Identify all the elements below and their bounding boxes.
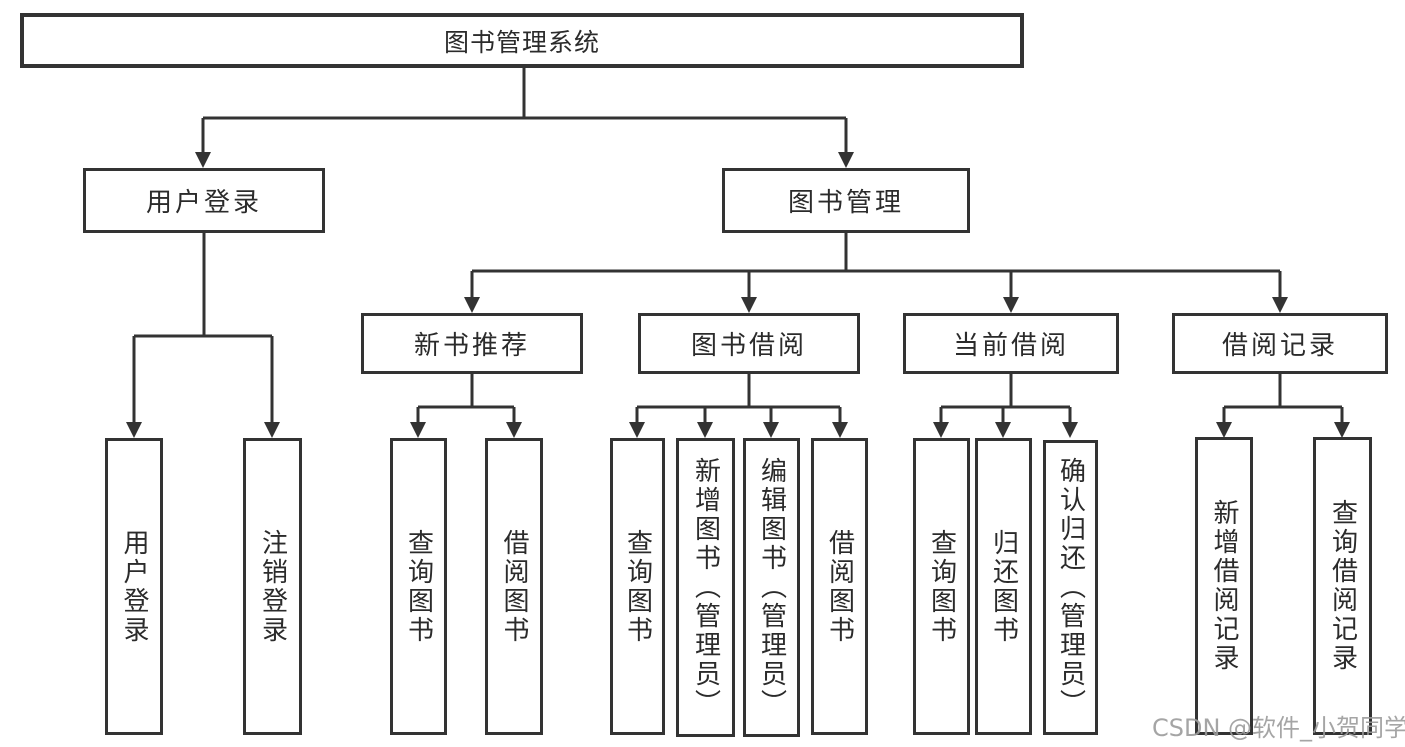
node-label: 用户登录 <box>145 188 262 218</box>
leaf-label: 借阅图书 <box>499 528 529 645</box>
leaf-label: 查询图书 <box>403 528 434 645</box>
leaf-query-borrow-record: 查询借阅记录 <box>1313 437 1372 735</box>
leaf-borrow-books-recommend: 借阅图书 <box>485 438 543 735</box>
node-label: 借阅记录 <box>1221 331 1338 361</box>
leaf-label: 确认归还（管理员） <box>1055 457 1086 718</box>
leaf-label: 新增图书（管理员） <box>690 457 721 718</box>
leaf-logout: 注销登录 <box>243 438 302 735</box>
leaf-user-login: 用户登录 <box>105 438 163 735</box>
leaf-edit-books-admin: 编辑图书（管理员） <box>743 438 800 737</box>
leaf-label: 查询图书 <box>622 528 653 645</box>
leaf-label: 归还图书 <box>988 528 1019 645</box>
leaf-label: 新增借阅记录 <box>1209 499 1239 673</box>
leaf-label: 查询借阅记录 <box>1327 499 1358 673</box>
node-library-management-system: 图书管理系统 <box>20 13 1024 68</box>
leaf-label: 查询图书 <box>926 528 957 645</box>
node-book-management: 图书管理 <box>722 168 970 233</box>
leaf-label: 编辑图书（管理员） <box>756 457 787 718</box>
node-book-borrowing: 图书借阅 <box>638 313 860 374</box>
leaf-label: 注销登录 <box>257 528 288 645</box>
node-borrowing-records: 借阅记录 <box>1172 313 1388 374</box>
leaf-borrow-books: 借阅图书 <box>811 438 868 735</box>
leaf-label: 借阅图书 <box>824 528 855 645</box>
leaf-confirm-return-admin: 确认归还（管理员） <box>1043 440 1098 735</box>
arrowheads <box>126 152 1350 438</box>
leaf-query-books-current: 查询图书 <box>913 438 970 735</box>
node-new-book-recommend: 新书推荐 <box>361 313 583 374</box>
node-current-borrowing: 当前借阅 <box>903 313 1119 374</box>
leaf-add-borrow-record: 新增借阅记录 <box>1195 437 1253 735</box>
leaf-query-books-recommend: 查询图书 <box>390 438 447 735</box>
node-label: 图书管理 <box>787 188 904 218</box>
node-label: 新书推荐 <box>413 331 530 361</box>
node-label: 图书借阅 <box>690 331 807 361</box>
leaf-label: 用户登录 <box>119 528 149 645</box>
node-label: 图书管理系统 <box>443 27 600 57</box>
leaf-add-books-admin: 新增图书（管理员） <box>676 438 735 737</box>
node-label: 当前借阅 <box>952 331 1069 361</box>
node-user-login-group: 用户登录 <box>83 168 325 233</box>
leaf-return-books: 归还图书 <box>975 438 1032 735</box>
leaf-query-books-borrowing: 查询图书 <box>610 438 665 735</box>
